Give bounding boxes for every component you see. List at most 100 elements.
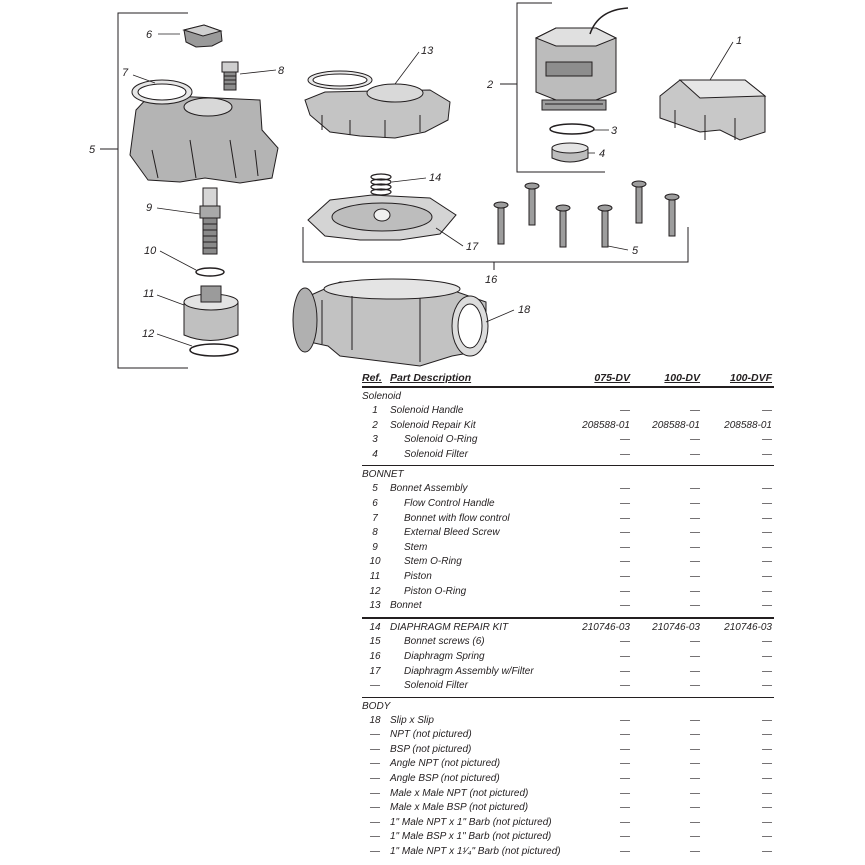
row-100-dvf: — [762, 512, 772, 524]
diaphragm-assembly-part [307, 194, 457, 241]
row-100-dvf: — [762, 527, 772, 539]
row-description: Bonnet Assembly [390, 483, 468, 495]
row-ref: 3 [372, 434, 378, 446]
row-description: Angle NPT (not pictured) [390, 758, 501, 770]
header-ref: Ref. [362, 372, 382, 384]
row-description: Slip x Slip [390, 714, 434, 726]
row-075-dv: — [620, 405, 630, 416]
row-description: Bonnet [390, 600, 422, 612]
row-075-dv: — [620, 831, 630, 843]
row-100-dv: — [690, 680, 700, 692]
solenoid-o-ring-part [549, 123, 595, 135]
table-row: —Solenoid Filter——— [362, 679, 774, 694]
row-description: Bonnet with flow control [404, 512, 510, 524]
solenoid-group-bracket [516, 2, 605, 173]
row-100-dv: — [690, 714, 700, 726]
bonnet-screws-part [493, 180, 680, 248]
row-description: Flow Control Handle [404, 497, 495, 509]
row-100-dvf: — [762, 585, 772, 597]
row-100-dv: — [690, 585, 700, 597]
row-100-dv: — [690, 556, 700, 568]
callout-11: 11 [143, 288, 154, 300]
row-075-dv: — [620, 802, 630, 814]
row-075-dv: — [620, 714, 630, 726]
header-100-dvf: 100-DVF [729, 372, 772, 384]
row-100-dvf: — [762, 650, 772, 662]
row-075-dv: — [620, 512, 630, 524]
table-row: —BSP (not pictured)——— [362, 743, 774, 758]
valve-body-part [292, 278, 489, 367]
table-row: —1" Male NPT x 1" Barb (not pictured)——— [362, 816, 774, 831]
row-description: Piston [404, 570, 432, 582]
row-075-dv: — [620, 541, 630, 553]
row-075-dv: — [620, 816, 630, 828]
row-100-dvf: — [762, 405, 772, 416]
row-description: NPT (not pictured) [390, 729, 472, 741]
row-075-dv: — [620, 650, 630, 662]
row-100-dvf: — [762, 831, 772, 843]
row-100-dv: — [690, 600, 700, 612]
row-ref: 7 [372, 512, 378, 524]
section-title: BONNET [362, 469, 404, 481]
row-description: 1" Male NPT x 1" Barb (not pictured) [390, 816, 552, 828]
row-100-dv: — [690, 831, 700, 843]
section-divider [362, 465, 774, 467]
row-100-dv: — [690, 816, 700, 828]
row-ref: 17 [369, 665, 381, 677]
row-100-dvf: — [762, 758, 772, 770]
row-100-dvf: — [762, 448, 772, 460]
row-075-dv: — [620, 743, 630, 755]
piston-part [183, 285, 239, 341]
row-ref: 12 [369, 585, 381, 597]
row-075-dv: — [620, 729, 630, 741]
row-100-dv: — [690, 773, 700, 785]
row-100-dvf: — [762, 714, 772, 726]
row-ref: 1 [372, 405, 378, 416]
bonnet-with-flow-control-part [129, 79, 279, 184]
solenoid-part [534, 7, 629, 111]
table-header: Ref. Part Description 075-DV 100-DV 100-… [362, 372, 774, 388]
row-description: Male x Male NPT (not pictured) [390, 787, 529, 799]
row-ref: 2 [372, 419, 378, 431]
callout-7: 7 [122, 67, 129, 79]
row-description: Solenoid Repair Kit [390, 419, 476, 431]
row-075-dv: — [620, 527, 630, 539]
external-bleed-screw-part [221, 61, 239, 91]
row-075-dv: — [620, 585, 630, 597]
row-description: 1" Male BSP x 1" Barb (not pictured) [390, 831, 552, 843]
row-description: BSP (not pictured) [390, 743, 472, 755]
row-description: Solenoid Filter [404, 680, 468, 692]
row-100-dvf: — [762, 743, 772, 755]
row-100-dv: — [690, 541, 700, 553]
row-100-dvf: — [762, 802, 772, 814]
row-100-dv: — [690, 743, 700, 755]
row-100-dvf: — [762, 846, 772, 858]
section-title: Solenoid [362, 391, 401, 402]
diaphragm-kit-bracket [302, 227, 689, 263]
row-100-dv: — [690, 448, 700, 460]
row-075-dv: — [620, 758, 630, 770]
callout-2: 2 [486, 79, 493, 91]
row-100-dv: — [690, 650, 700, 662]
callout-8: 8 [278, 65, 285, 77]
row-075-dv: — [620, 680, 630, 692]
callout-17: 17 [466, 241, 479, 253]
row-075-dv: — [620, 846, 630, 858]
row-description: 1" Male NPT x 1¹⁄₄" Barb (not pictured) [390, 846, 561, 858]
bonnet-group-bracket [117, 12, 188, 369]
table-row: —Angle NPT (not pictured)——— [362, 757, 774, 772]
section-title: BODY [362, 700, 391, 712]
row-description: Stem O-Ring [404, 556, 462, 568]
row-ref: — [370, 802, 380, 814]
